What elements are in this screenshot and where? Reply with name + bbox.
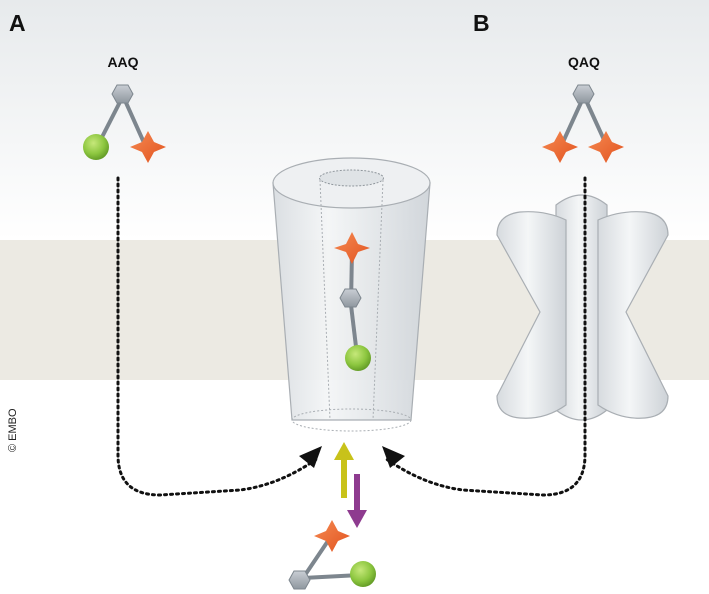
- released-aaq-molecule: [288, 520, 376, 590]
- binding-equilibrium-arrows: [334, 442, 367, 528]
- quaternary-ammonium-star: [334, 232, 370, 264]
- acrylamide-ball: [345, 345, 371, 371]
- qaq-molecule: [542, 84, 624, 163]
- entry-pathway-arrows: [116, 176, 587, 497]
- copyright-notice: © EMBO: [7, 408, 19, 452]
- down-arrow: [347, 510, 367, 528]
- aaq-pathway-arrow: [116, 176, 320, 497]
- quaternary-ammonium-star: [542, 131, 578, 163]
- aaq-molecule: [83, 84, 166, 163]
- azobenzene-hexagon: [111, 84, 134, 104]
- up-arrow: [334, 442, 354, 460]
- quaternary-ammonium-star: [314, 520, 350, 552]
- quaternary-ammonium-star: [588, 131, 624, 163]
- quaternary-ammonium-star: [130, 131, 166, 163]
- arrowhead-left: [299, 446, 322, 468]
- azobenzene-hexagon: [339, 288, 362, 308]
- aaq-label: AAQ: [107, 54, 139, 70]
- acrylamide-ball: [350, 561, 376, 587]
- qaq-pathway-arrow: [383, 176, 587, 497]
- azobenzene-hexagon: [288, 570, 311, 590]
- panel-b-label: B: [473, 10, 490, 36]
- qaq-label: QAQ: [568, 54, 600, 70]
- arrowhead-right: [382, 446, 405, 468]
- azobenzene-hexagon: [572, 84, 595, 104]
- bound-aaq-molecule: [334, 232, 371, 371]
- trp-channel: [496, 194, 669, 421]
- acrylamide-ball: [83, 134, 109, 160]
- panel-a-label: A: [9, 10, 26, 36]
